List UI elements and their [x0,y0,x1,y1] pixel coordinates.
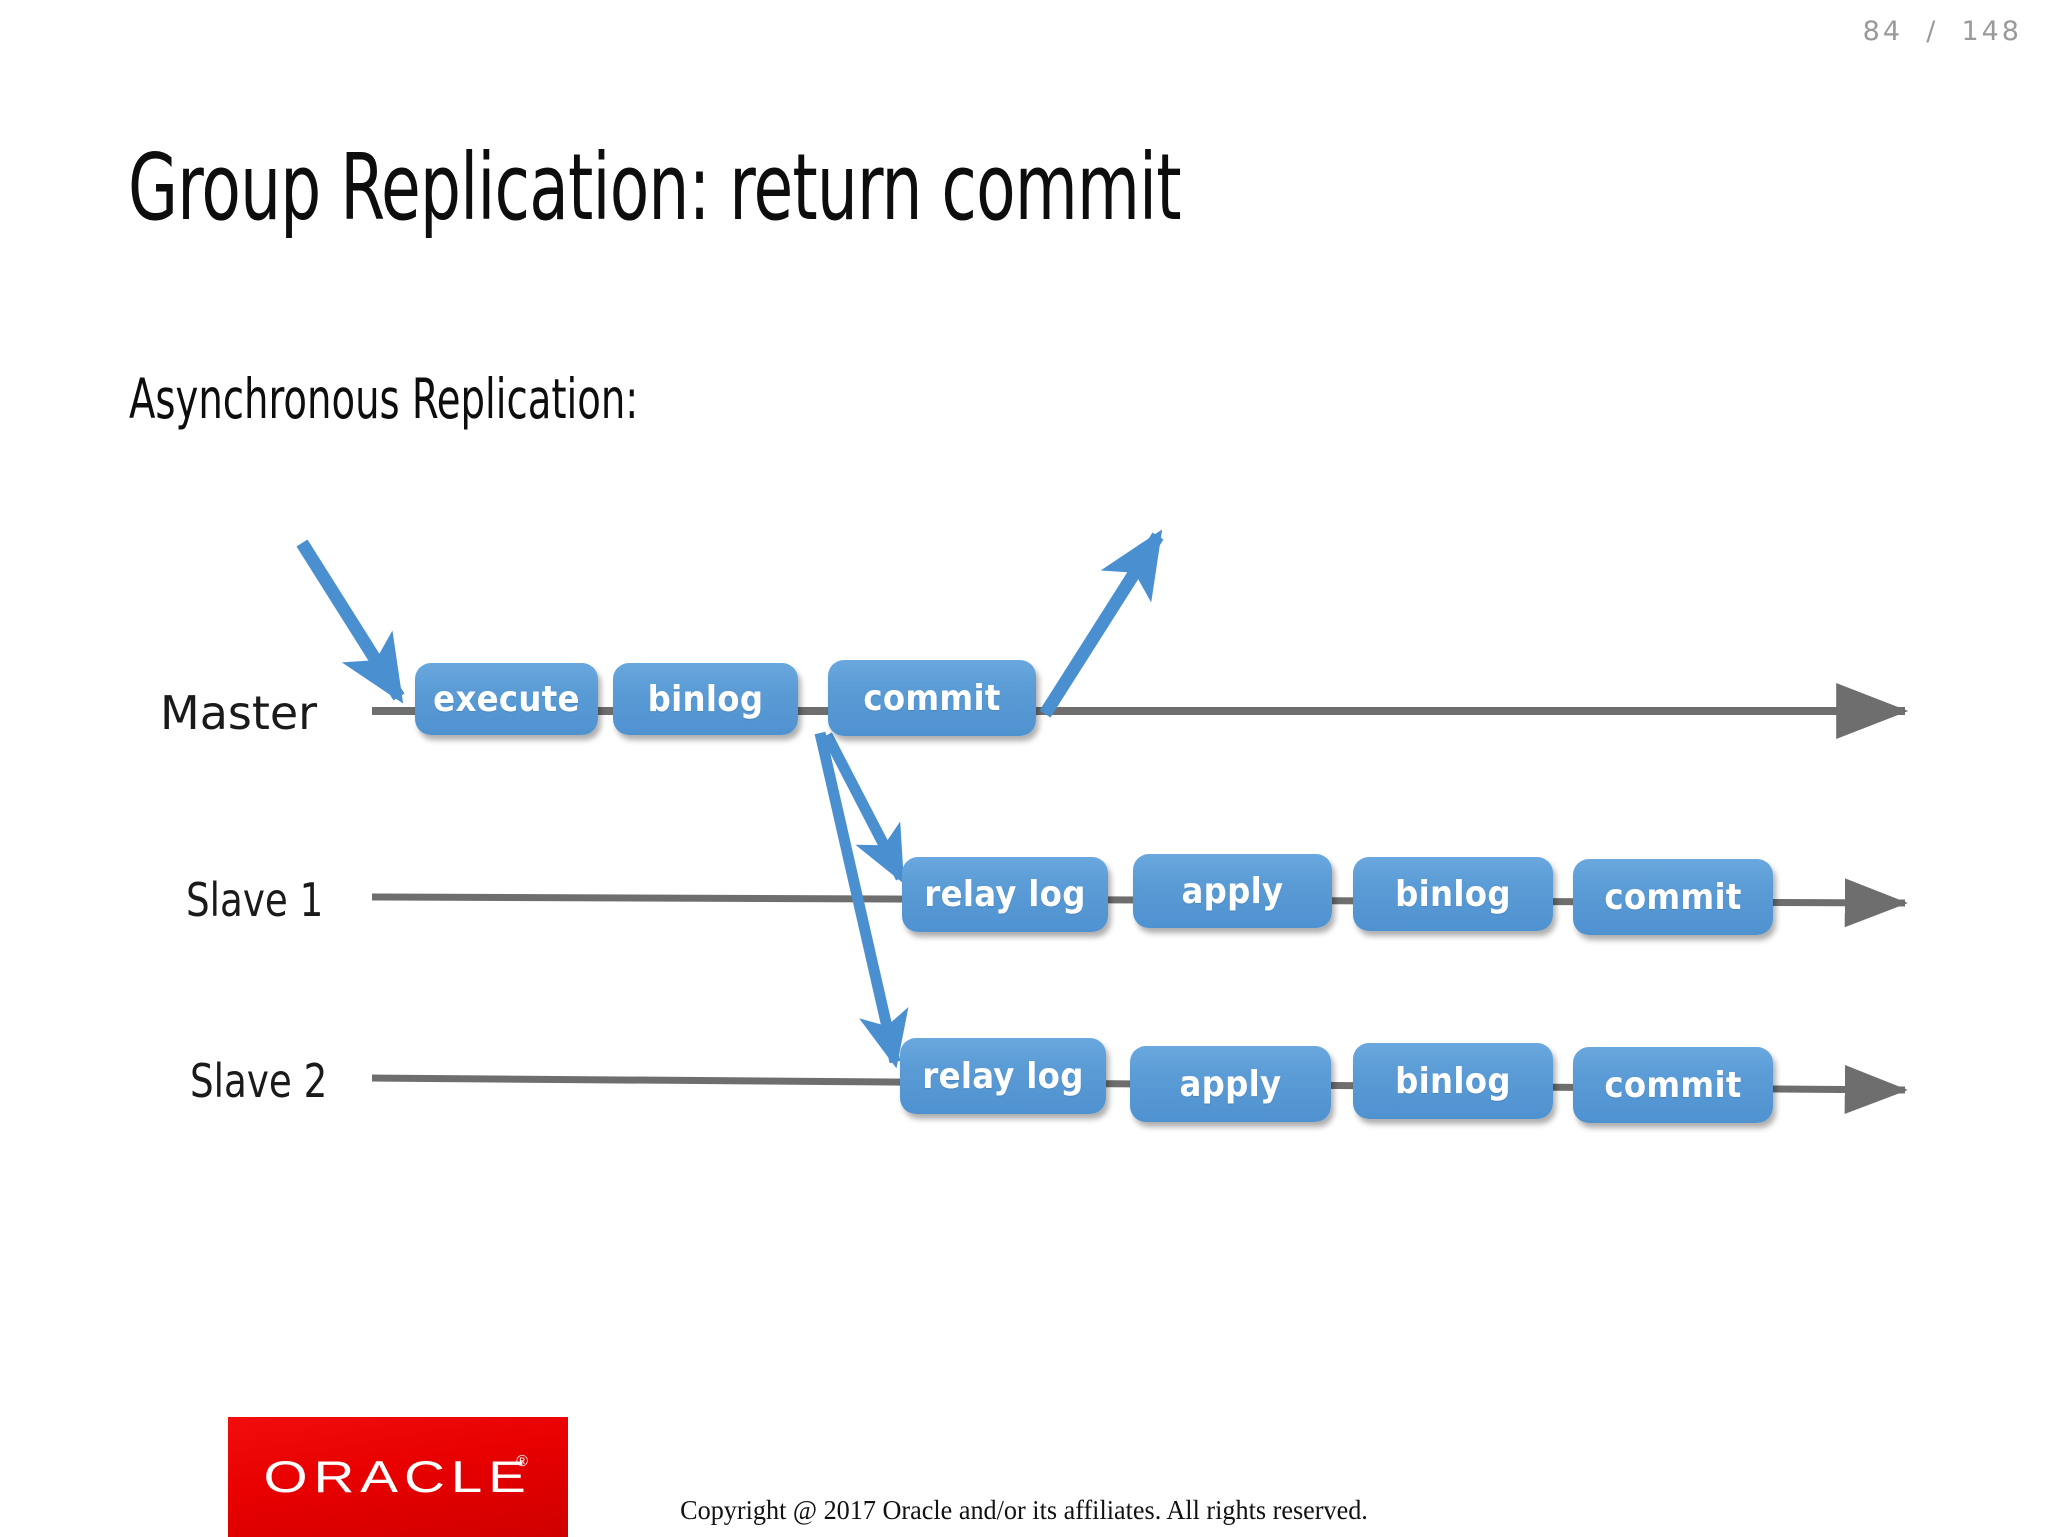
node-slave2-relay-log[interactable]: relay log [900,1038,1106,1114]
return-commit-arrow [1039,529,1164,718]
registered-trademark-icon: ® [516,1453,528,1470]
copyright-text: Copyright @ 2017 Oracle and/or its affil… [680,1495,1368,1525]
row-label-slave1: Slave 1 [186,873,324,927]
node-master-commit[interactable]: commit [828,660,1036,736]
oracle-logo: ORACLE ® [228,1417,568,1537]
node-slave1-apply[interactable]: apply [1133,854,1332,928]
node-slave1-relay-log[interactable]: relay log [902,857,1108,932]
node-slave1-commit[interactable]: commit [1573,859,1773,935]
replication-arrow-slave1 [822,732,906,884]
row-label-slave2: Slave 2 [190,1054,328,1108]
node-slave2-binlog[interactable]: binlog [1353,1043,1553,1119]
replication-arrow-slave2 [814,731,909,1069]
node-slave2-apply[interactable]: apply [1130,1046,1331,1122]
page-counter: 84 / 148 [1862,16,2022,47]
page-subtitle: Asynchronous Replication: [129,367,639,431]
node-slave2-commit[interactable]: commit [1573,1047,1773,1123]
oracle-wordmark: ORACLE [263,1452,533,1502]
row-label-master: Master [160,686,318,740]
node-master-binlog[interactable]: binlog [613,663,798,735]
node-master-execute[interactable]: execute [415,663,598,735]
node-slave1-binlog[interactable]: binlog [1353,857,1553,931]
page-title: Group Replication: return commit [128,134,1182,241]
client-request-arrow [296,539,405,704]
